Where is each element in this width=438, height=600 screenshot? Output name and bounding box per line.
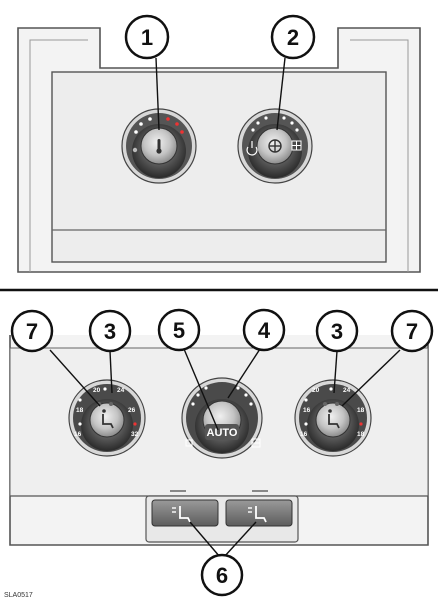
callout-2-label: 2 [287,25,299,50]
right-scale-18b: 18 [357,431,365,438]
fan-icon [269,140,281,152]
callout-7-left-label: 7 [26,319,38,344]
right-temperature-knob[interactable]: 20 24 18 16 18 16 [295,380,371,456]
right-scale-16a: 16 [303,407,311,414]
right-scale-16b: 16 [300,431,308,438]
right-scale-24: 24 [343,387,351,394]
figure-reference: SLA0517 [4,592,33,599]
left-scale-32: 32 [131,431,139,438]
left-scale-18: 18 [76,407,84,414]
upper-control-panel [18,28,420,272]
right-scale-18a: 18 [357,407,365,414]
callout-3-left-label: 3 [104,319,116,344]
callout-5-label: 5 [173,318,185,343]
left-seat-button[interactable] [152,500,218,526]
callout-6-label: 6 [216,563,228,588]
right-scale-20: 20 [312,387,320,394]
auto-button-label: AUTO [207,427,238,439]
left-temperature-knob[interactable]: 20 24 26 18 16 32 [69,380,145,456]
left-scale-16: 16 [74,431,82,438]
right-seat-button[interactable] [226,500,292,526]
callout-1-label: 1 [141,25,153,50]
callout-4-label: 4 [258,318,271,343]
callout-3-right-label: 3 [331,319,343,344]
left-scale-24: 24 [117,387,125,394]
left-scale-20: 20 [93,387,101,394]
left-scale-26: 26 [128,407,136,414]
auto-fan-knob[interactable]: AUTO [182,378,262,458]
callout-7-right-label: 7 [406,319,418,344]
fan-speed-knob[interactable] [238,109,312,183]
